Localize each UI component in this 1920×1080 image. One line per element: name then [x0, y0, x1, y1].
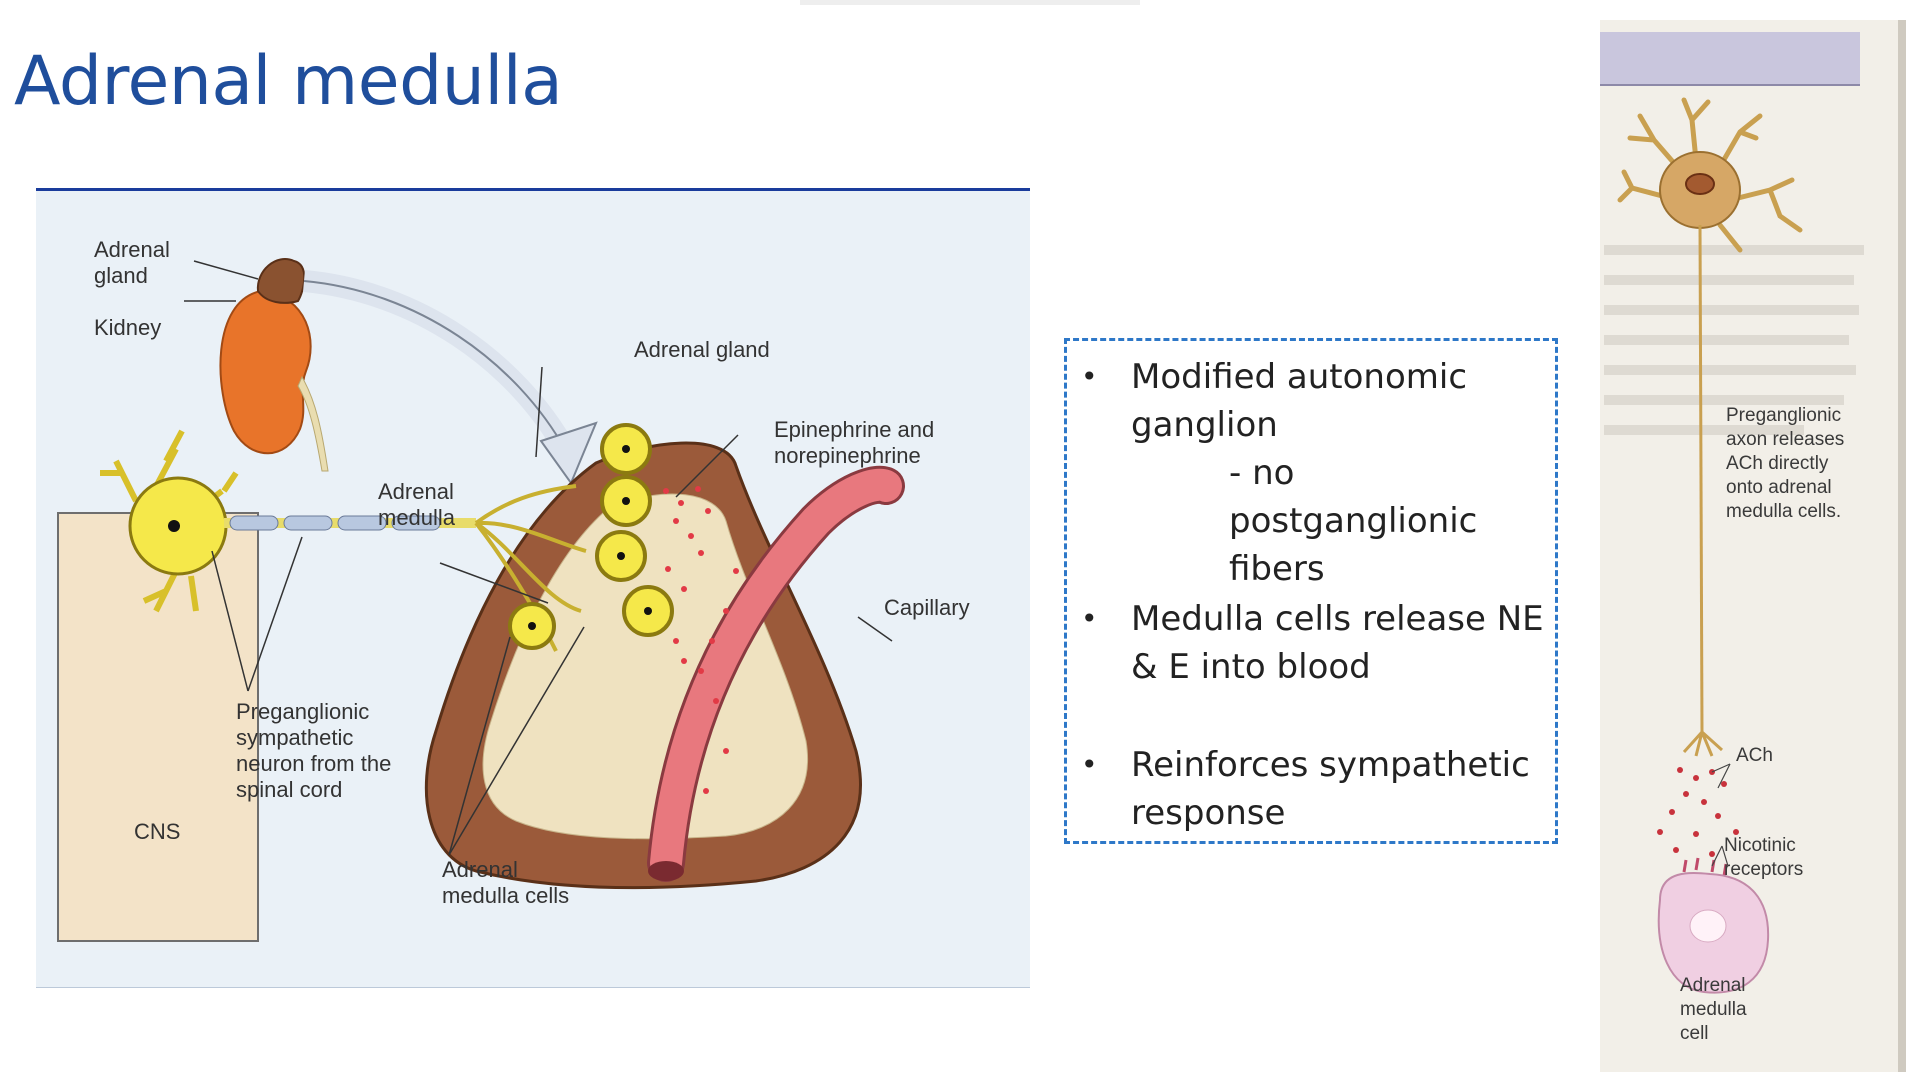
bullet-text: Reinforces sympathetic response [1131, 745, 1530, 833]
label-ach: ACh [1736, 745, 1773, 766]
bullet-subtext: - no postganglionic fibers [1229, 453, 1478, 589]
bullet-marker: • [1081, 360, 1098, 393]
axon [1698, 224, 1704, 733]
slide-title: Adrenal medulla [14, 42, 563, 121]
bullet-text: Modified autonomic ganglion [1131, 357, 1468, 445]
myelin-segment [337, 515, 387, 531]
page-header-band [1600, 32, 1860, 86]
leader-lines [1711, 763, 1731, 867]
axon-branches [474, 484, 587, 652]
label-nicotinic-receptors: Nicotinic receptors [1724, 835, 1804, 880]
capillary-body [650, 468, 902, 879]
myelin-segment [283, 515, 333, 531]
small-adrenal-gland [256, 258, 306, 304]
ach-dots [1657, 767, 1739, 857]
hormone-dots [663, 486, 739, 794]
faded-page-text [1604, 245, 1864, 435]
label-kidney: Kidney [94, 315, 162, 340]
medulla-cell-nucleus [644, 607, 652, 615]
capillary-opening [648, 861, 684, 881]
label-adrenal-medulla: Adrenal medulla [378, 479, 456, 530]
neuron-nucleus [1685, 173, 1715, 195]
label-adrenal-medulla-cell: Adrenal medulla cell [1680, 975, 1747, 1044]
curved-arrow-body [303, 270, 576, 457]
label-epinephrine: Epinephrine and norepinephrine [774, 417, 935, 468]
neuron-dendrites [1617, 97, 1803, 253]
key-points-box: • Modified autonomic ganglion - no postg… [1064, 338, 1558, 844]
label-adrenal-gland-top: Adrenal gland [94, 237, 170, 288]
medulla-cell-nucleus [617, 552, 625, 560]
label-preganglionic-axon: Preganglionic axon releases ACh directly… [1726, 405, 1845, 522]
ureter-shape [297, 375, 329, 472]
myelin-segment [229, 515, 279, 531]
adrenal-medulla-diagram: Adrenal gland Kidney Adrenal gland Epine… [36, 188, 1030, 988]
leader-lines [184, 260, 893, 856]
label-adrenal-gland-main: Adrenal gland [634, 337, 770, 362]
curved-arrow-outline [303, 280, 567, 452]
bullet-text: Medulla cells release NE & E into blood [1131, 599, 1544, 687]
medulla-cell-nucleus [622, 445, 630, 453]
neuron-nucleus [168, 520, 180, 532]
diagram-artwork [57, 258, 905, 942]
kidney-shape [219, 289, 312, 455]
label-medulla-cells: Adrenal medulla cells [442, 857, 570, 908]
label-preganglionic-neuron: Preganglionic sympathetic neuron from th… [236, 699, 392, 802]
bullet-marker: • [1081, 748, 1098, 781]
curved-arrow-head [539, 421, 598, 486]
bullet-marker: • [1081, 602, 1098, 635]
label-capillary: Capillary [884, 595, 970, 620]
label-cns: CNS [134, 819, 181, 844]
cell-nucleus [1689, 909, 1727, 943]
axon-terminal [1682, 730, 1724, 757]
cns-box [57, 512, 259, 942]
neuron-artwork [1604, 97, 1864, 994]
top-edge-strip [800, 0, 1140, 5]
myelin-segment [391, 515, 441, 531]
medulla-cell-nucleus [622, 497, 630, 505]
medulla-cell-nucleus [528, 622, 536, 630]
textbook-photo-figure: Preganglionic axon releases ACh directly… [1600, 20, 1906, 1072]
